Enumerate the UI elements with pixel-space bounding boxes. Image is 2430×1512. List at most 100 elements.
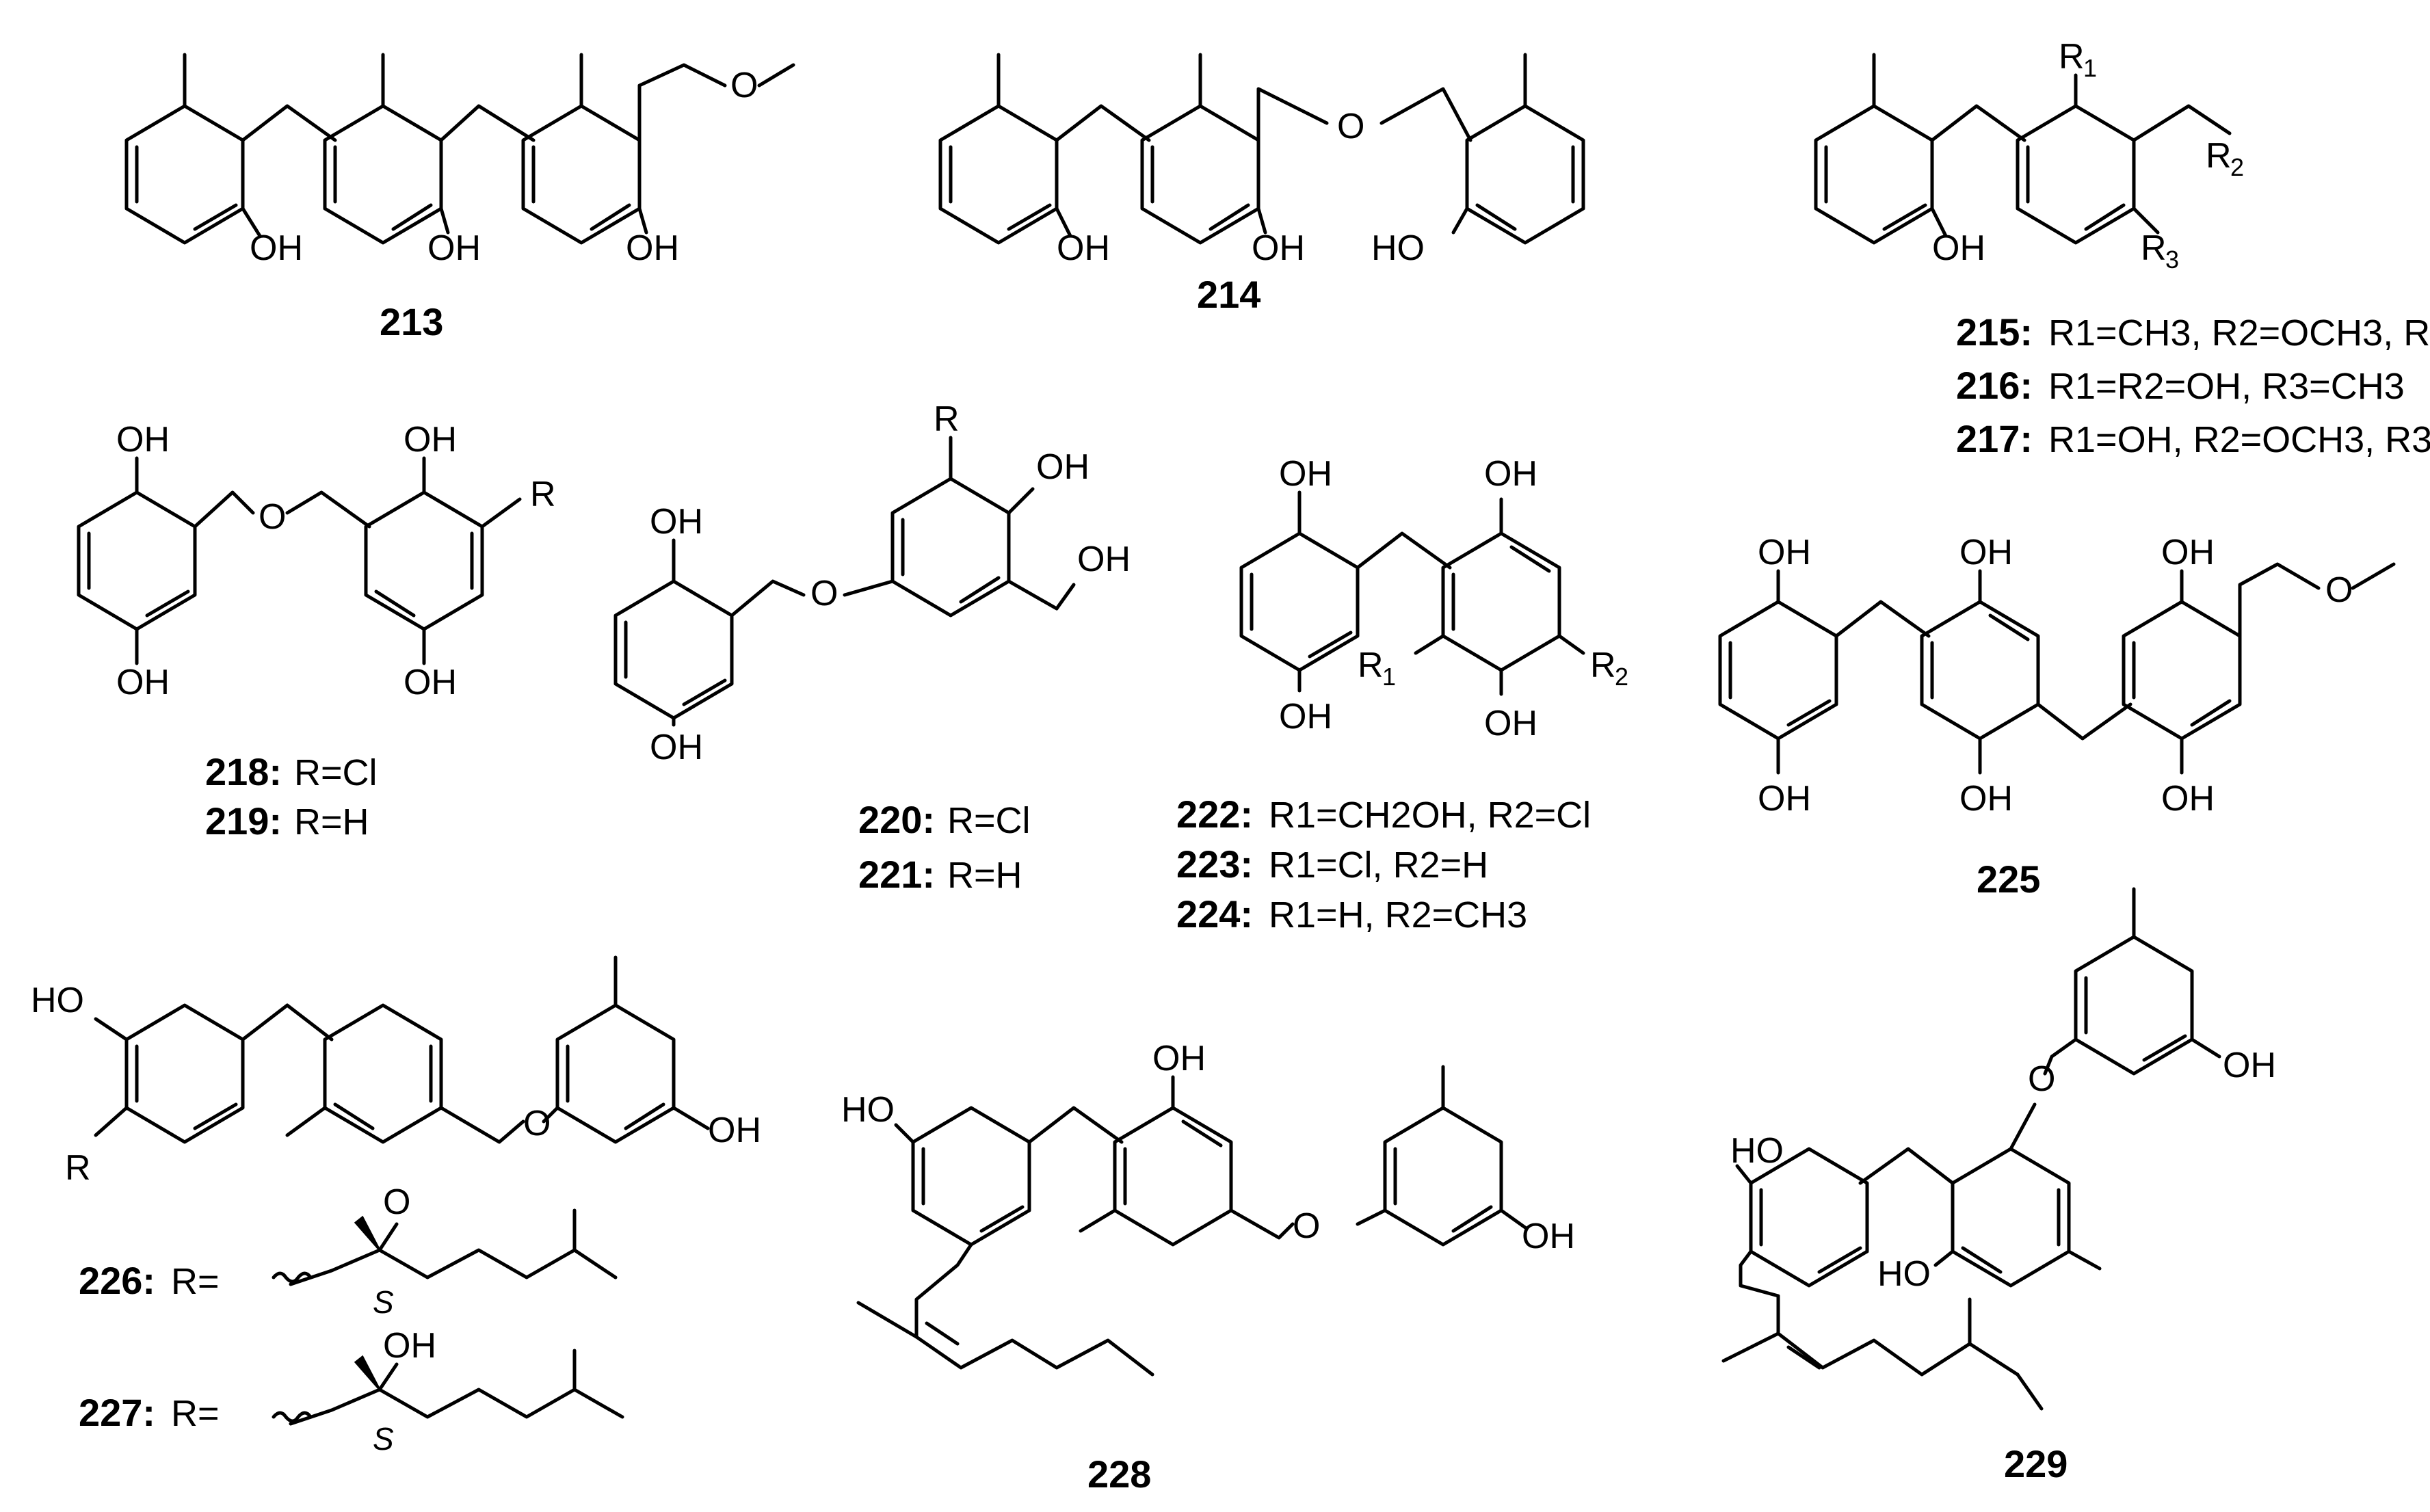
compound-number-226: 226: <box>79 1259 155 1302</box>
caption-218: R=Cl <box>294 752 378 793</box>
compound-number-217: 217: <box>1956 417 2033 460</box>
structure-228 <box>856 1065 1527 1377</box>
compound-number-213: 213 <box>380 300 443 343</box>
caption-227: R= <box>171 1393 220 1434</box>
oh-label: OH <box>1484 454 1537 494</box>
oh-label: OH <box>626 228 679 268</box>
r1-label: R <box>2059 37 2085 77</box>
r3-label: R <box>2141 228 2167 268</box>
oh-label: OH <box>1057 228 1110 268</box>
svg-text:2: 2 <box>2230 153 2244 181</box>
structure-229 <box>1721 887 2221 1411</box>
ho-label: HO <box>31 981 84 1020</box>
svg-text:1: 1 <box>1382 663 1396 691</box>
compound-number-225: 225 <box>1977 858 2040 901</box>
oh-label: OH <box>427 228 481 268</box>
compound-number-216: 216: <box>1956 364 2033 407</box>
o-label: O <box>730 66 758 105</box>
oh-label: OH <box>1758 779 1811 819</box>
compound-number-224: 224: <box>1176 892 1253 936</box>
caption-219: R=H <box>294 801 369 843</box>
compound-number-222: 222: <box>1176 793 1253 836</box>
caption-226: R= <box>171 1261 220 1302</box>
r2-label: R <box>1590 646 1616 685</box>
compound-number-215: 215: <box>1956 310 2033 354</box>
oh-label: OH <box>2161 533 2215 572</box>
svg-text:2: 2 <box>1615 663 1628 691</box>
oh-label: OH <box>708 1111 761 1150</box>
caption-222: R1=CH2OH, R2=Cl <box>1269 795 1591 836</box>
caption-223: R1=Cl, R2=H <box>1269 845 1488 886</box>
oh-label: OH <box>1959 779 2013 819</box>
atom-labels: OH OH OH O OH OH O HO OH R 1 R 2 R 3 OH … <box>31 37 2353 1457</box>
o-label: O <box>1337 107 1364 146</box>
structure-225 <box>1718 562 2396 775</box>
oh-label: OH <box>1522 1217 1575 1256</box>
substituent-captions: R1=CH3, R2=OCH3, R3=OH R1=R2=OH, R3=CH3 … <box>171 313 2430 1434</box>
ho-label: HO <box>1877 1254 1931 1294</box>
oh-label: OH <box>650 502 703 542</box>
oh-label: OH <box>116 420 170 460</box>
caption-224: R1=H, R2=CH3 <box>1269 894 1527 936</box>
o-label: O <box>810 574 838 613</box>
o-label: O <box>383 1182 410 1222</box>
r-label: R <box>65 1148 91 1188</box>
o-label: O <box>2028 1059 2055 1099</box>
svg-text:1: 1 <box>2083 54 2097 82</box>
structure-214 <box>938 53 1585 245</box>
oh-label: OH <box>1152 1039 1206 1078</box>
oh-label: OH <box>1758 533 1811 572</box>
o-label: O <box>259 497 286 537</box>
oh-label: OH <box>404 663 457 702</box>
oh-label: OH <box>116 663 170 702</box>
oh-label: OH <box>1959 533 2013 572</box>
stereo-s-label: S <box>373 1284 394 1320</box>
r-label: R <box>934 399 960 439</box>
ho-label: HO <box>841 1090 895 1130</box>
compound-number-223: 223: <box>1176 843 1253 886</box>
compound-number-227: 227: <box>79 1391 155 1434</box>
structure-226-227 <box>94 955 710 1426</box>
structure-218-219 <box>77 456 522 665</box>
o-label: O <box>523 1104 551 1143</box>
oh-label: OH <box>250 228 303 268</box>
compound-number-219: 219: <box>205 799 282 843</box>
compound-number-228: 228 <box>1087 1453 1151 1496</box>
oh-label: OH <box>383 1326 436 1366</box>
caption-215: R1=CH3, R2=OCH3, R3=OH <box>2048 313 2430 354</box>
compound-number-221: 221: <box>858 853 935 896</box>
oh-label: OH <box>2223 1046 2276 1085</box>
oh-label: OH <box>650 728 703 767</box>
oh-label: OH <box>1077 540 1131 579</box>
ho-label: HO <box>1730 1131 1784 1171</box>
oh-label: OH <box>1252 228 1305 268</box>
compound-number-214: 214 <box>1197 273 1260 316</box>
caption-220: R=Cl <box>947 800 1031 841</box>
structure-220-221 <box>613 436 1076 727</box>
svg-text:3: 3 <box>2165 246 2179 274</box>
caption-216: R1=R2=OH, R3=CH3 <box>2048 366 2405 407</box>
oh-label: OH <box>1279 697 1332 737</box>
compound-number-218: 218: <box>205 750 282 793</box>
r-label: R <box>530 475 556 514</box>
r2-label: R <box>2206 136 2232 176</box>
structure-222-224 <box>1239 490 1585 696</box>
structure-213 <box>124 53 795 245</box>
oh-label: OH <box>2161 779 2215 819</box>
o-label: O <box>1293 1206 1320 1246</box>
oh-label: OH <box>1484 704 1537 743</box>
compound-number-229: 229 <box>2004 1442 2068 1485</box>
oh-label: OH <box>1932 228 1985 268</box>
stereo-s-label: S <box>373 1421 394 1457</box>
r1-label: R <box>1358 646 1384 685</box>
caption-217: R1=OH, R2=OCH3, R3=CH3 <box>2048 419 2430 460</box>
structure-215-217 <box>1814 53 2232 245</box>
caption-221: R=H <box>947 855 1022 896</box>
compound-number-220: 220: <box>858 798 935 841</box>
o-label: O <box>2325 570 2353 610</box>
oh-label: OH <box>1036 447 1089 487</box>
oh-label: OH <box>404 420 457 460</box>
oh-label: OH <box>1279 454 1332 494</box>
